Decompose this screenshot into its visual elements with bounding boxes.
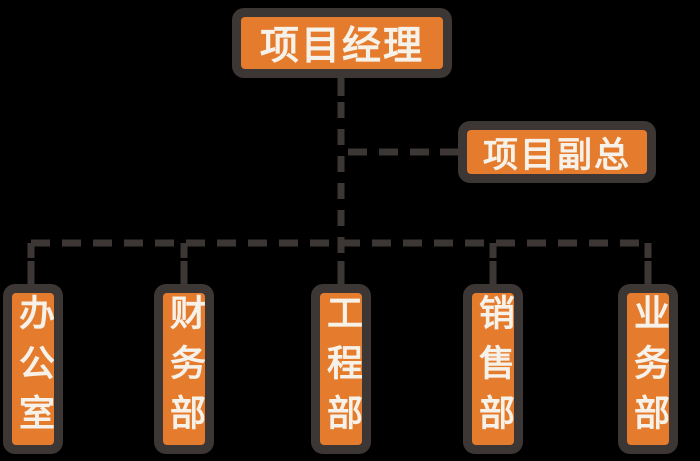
node-deputy-gm-label: 项目副总	[467, 130, 647, 174]
node-finance-label: 财务部	[163, 293, 205, 445]
node-sales-label: 销售部	[472, 293, 514, 445]
node-office-label: 办公室	[12, 293, 54, 445]
node-engineering: 工程部	[311, 284, 371, 454]
node-project-manager: 项目经理	[232, 8, 452, 78]
node-deputy-gm: 项目副总	[458, 121, 656, 183]
node-business: 业务部	[618, 284, 678, 454]
node-office: 办公室	[3, 284, 63, 454]
node-business-label: 业务部	[627, 293, 669, 445]
node-project-manager-label: 项目经理	[241, 17, 443, 69]
node-finance: 财务部	[154, 284, 214, 454]
node-engineering-label: 工程部	[320, 293, 362, 445]
node-sales: 销售部	[463, 284, 523, 454]
